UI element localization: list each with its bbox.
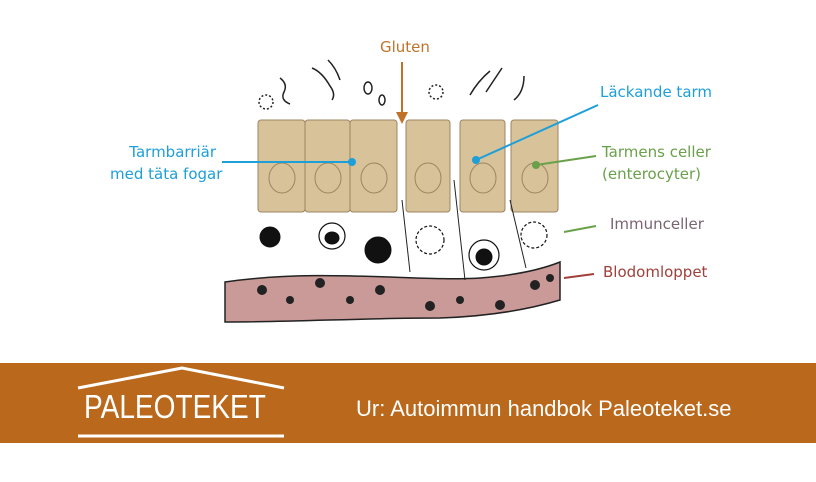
label-cells-line2: (enterocyter) [602,165,701,183]
label-cells-line1: Tarmens celler [602,143,711,161]
logo-text: PALEOTEKET [84,388,266,425]
source-credit: Ur: Autoimmun handbok Paleoteket.se [356,396,732,421]
label-blood: Blodomloppet [603,263,708,281]
blood-vessel [224,260,561,323]
label-barrier-line2: med täta fogar [110,165,223,183]
label-gluten: Gluten [380,38,430,56]
enterocytes [257,119,559,213]
blood-leader [563,273,595,279]
blood-cells [257,274,554,311]
microbes [258,59,525,110]
leaky-leader [475,104,599,161]
label-leaky-gut: Läckande tarm [600,83,713,101]
label-barrier-line1: Tarmbarriär [129,143,216,161]
leak-arrows [401,179,527,281]
label-barrier: Tarmbarriär med täta fogar [110,141,223,185]
immune-cells [259,221,548,271]
label-immune: Immunceller [610,215,704,233]
immune-leader [563,225,597,233]
gluten-arrowhead [396,112,408,124]
label-cells: Tarmens celler (enterocyter) [602,141,711,185]
cells-leader [535,155,597,166]
